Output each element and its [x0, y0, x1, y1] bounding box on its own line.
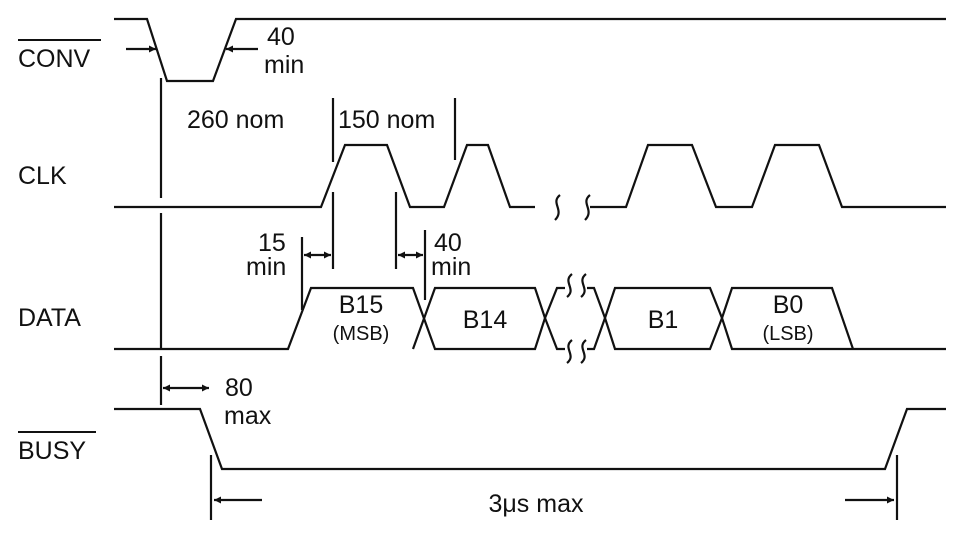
data-waveform — [587, 286, 855, 351]
data-baseline — [114, 286, 565, 351]
data-bit-b0-note: (LSB) — [762, 323, 813, 345]
clk-break-squiggle — [584, 194, 591, 221]
hold-value: 40 — [434, 229, 462, 257]
signal-label-conv: CONV — [18, 45, 91, 73]
data-break-squiggle — [580, 339, 587, 364]
clk-waveform — [590, 143, 946, 209]
hold-unit: min — [431, 253, 471, 281]
busy-delay-value: 80 — [225, 374, 253, 402]
signal-label-clk: CLK — [18, 162, 67, 190]
data-bit-b1: B1 — [648, 306, 679, 334]
signal-label-data: DATA — [18, 304, 81, 332]
busy-waveform — [114, 407, 946, 471]
conv-to-clk-label: 260 nom — [187, 106, 284, 134]
data-bit-b14: B14 — [463, 306, 508, 334]
data-break-squiggle — [566, 339, 573, 364]
data-waveform — [411, 286, 565, 350]
busy-delay-unit: max — [224, 402, 272, 430]
setup-unit: min — [246, 253, 286, 281]
conv-pulse-unit: min — [264, 51, 304, 79]
data-waveform — [587, 286, 946, 351]
data-break-squiggle — [566, 273, 573, 298]
conversion-time-label: 3μs max — [489, 490, 584, 518]
clk-period-label: 150 nom — [338, 106, 435, 134]
data-break-squiggle — [580, 273, 587, 298]
data-bit-b15: B15 — [339, 291, 383, 319]
data-bit-b0: B0 — [773, 291, 804, 319]
clk-break-squiggle — [554, 194, 561, 221]
setup-value: 15 — [258, 229, 286, 257]
conv-pulse-value: 40 — [267, 23, 295, 51]
conv-waveform — [114, 17, 946, 83]
data-bit-b15-note: (MSB) — [333, 323, 390, 345]
clk-waveform — [114, 143, 535, 209]
signal-label-busy: BUSY — [18, 437, 86, 465]
